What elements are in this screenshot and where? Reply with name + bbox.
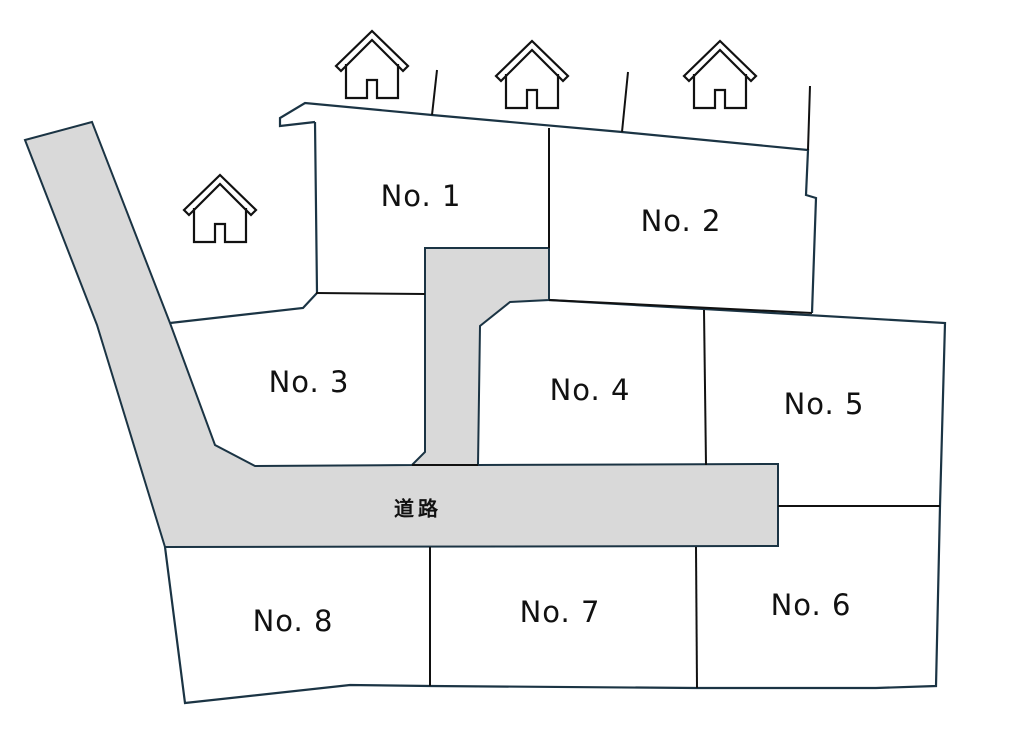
lot-1-label: No. 1 <box>380 179 462 213</box>
house-icon <box>682 39 758 110</box>
house-icon <box>334 29 410 100</box>
lot-3-label: No. 3 <box>268 365 350 399</box>
lot-2-label: No. 2 <box>640 204 722 238</box>
lot-8-label: No. 8 <box>252 604 334 638</box>
house-icon <box>182 173 258 244</box>
lot-lines <box>315 69 940 689</box>
road-label: 道路 <box>394 496 442 521</box>
house-icon <box>494 39 570 110</box>
site-outline <box>163 101 947 705</box>
lot-4-label: No. 4 <box>549 373 631 407</box>
lot-7-label: No. 7 <box>519 595 601 629</box>
road-area <box>23 120 779 549</box>
lot-6-label: No. 6 <box>770 588 852 622</box>
lot-5-label: No. 5 <box>783 387 865 421</box>
